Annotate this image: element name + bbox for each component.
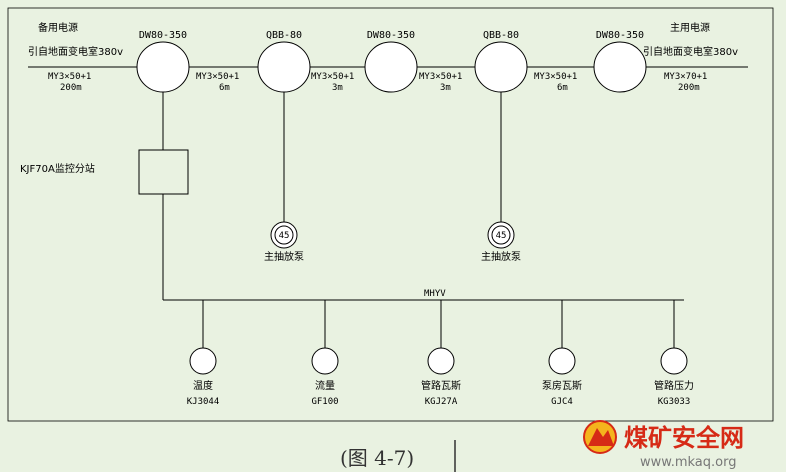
- sensor-4-circle: [548, 347, 576, 375]
- segment-1-length: 6m: [219, 83, 230, 93]
- switch-circle-3: [364, 41, 418, 93]
- substation-box: [138, 149, 189, 195]
- sensor-1-model: KJ3044: [187, 397, 220, 407]
- segment-4-length: 6m: [557, 83, 568, 93]
- switch-circle-2: [257, 41, 311, 93]
- pump-1-label: 主抽放泵: [264, 250, 304, 263]
- pump-1-inner-circle: [274, 225, 294, 245]
- pump-1-value: 45: [279, 231, 290, 241]
- backup-cable-length: 200m: [60, 83, 82, 93]
- switch-label-4: QBB-80: [483, 30, 519, 41]
- backup-power-source: 引自地面变电室380v: [28, 45, 123, 58]
- sensor-1-circle: [189, 347, 217, 375]
- sensor-5-name: 管路压力: [654, 379, 694, 392]
- sensor-4-name: 泵房瓦斯: [542, 379, 582, 392]
- figure-caption: (图 4-7): [340, 446, 414, 470]
- switch-circle-4: [474, 41, 528, 93]
- substation-label: KJF70A监控分站: [20, 162, 95, 175]
- sensor-2-model: GF100: [311, 397, 338, 407]
- sensor-5-model: KG3033: [658, 397, 691, 407]
- sensor-1-name: 温度: [193, 379, 213, 392]
- diagram-frame: [7, 7, 774, 422]
- pump-2-value: 45: [496, 231, 507, 241]
- bus-label: MHYV: [424, 289, 446, 299]
- segment-1-cable: MY3×50+1: [196, 72, 239, 82]
- backup-power-title: 备用电源: [38, 21, 78, 34]
- segment-4-cable: MY3×50+1: [534, 72, 577, 82]
- switch-label-1: DW80-350: [139, 30, 187, 41]
- pump-2-label: 主抽放泵: [481, 250, 521, 263]
- switch-label-2: QBB-80: [266, 30, 302, 41]
- watermark-url: www.mkaq.org: [640, 455, 736, 470]
- sensor-3-model: KGJ27A: [425, 397, 458, 407]
- sensor-4-model: GJC4: [551, 397, 573, 407]
- segment-2-length: 3m: [332, 83, 343, 93]
- segment-3-cable: MY3×50+1: [419, 72, 462, 82]
- sensor-3-name: 管路瓦斯: [421, 379, 461, 392]
- main-power-source: 引自地面变电室380v: [643, 45, 738, 58]
- sensor-3-circle: [427, 347, 455, 375]
- switch-label-5: DW80-350: [596, 30, 644, 41]
- sensor-2-circle: [311, 347, 339, 375]
- segment-3-length: 3m: [440, 83, 451, 93]
- main-power-title: 主用电源: [670, 21, 710, 34]
- switch-label-3: DW80-350: [367, 30, 415, 41]
- switch-circle-1: [136, 41, 190, 93]
- main-cable-length: 200m: [678, 83, 700, 93]
- main-cable-spec: MY3×70+1: [664, 72, 707, 82]
- watermark-logo: 煤矿安全网 www.mkaq.org: [583, 420, 744, 470]
- watermark-title: 煤矿安全网: [624, 424, 744, 452]
- sensor-2-name: 流量: [315, 379, 335, 392]
- pump-2-inner-circle: [491, 225, 511, 245]
- sensor-5-circle: [660, 347, 688, 375]
- backup-cable-spec: MY3×50+1: [48, 72, 91, 82]
- mountain-peak-icon: [588, 428, 614, 446]
- switch-circle-5: [593, 41, 647, 93]
- segment-2-cable: MY3×50+1: [311, 72, 354, 82]
